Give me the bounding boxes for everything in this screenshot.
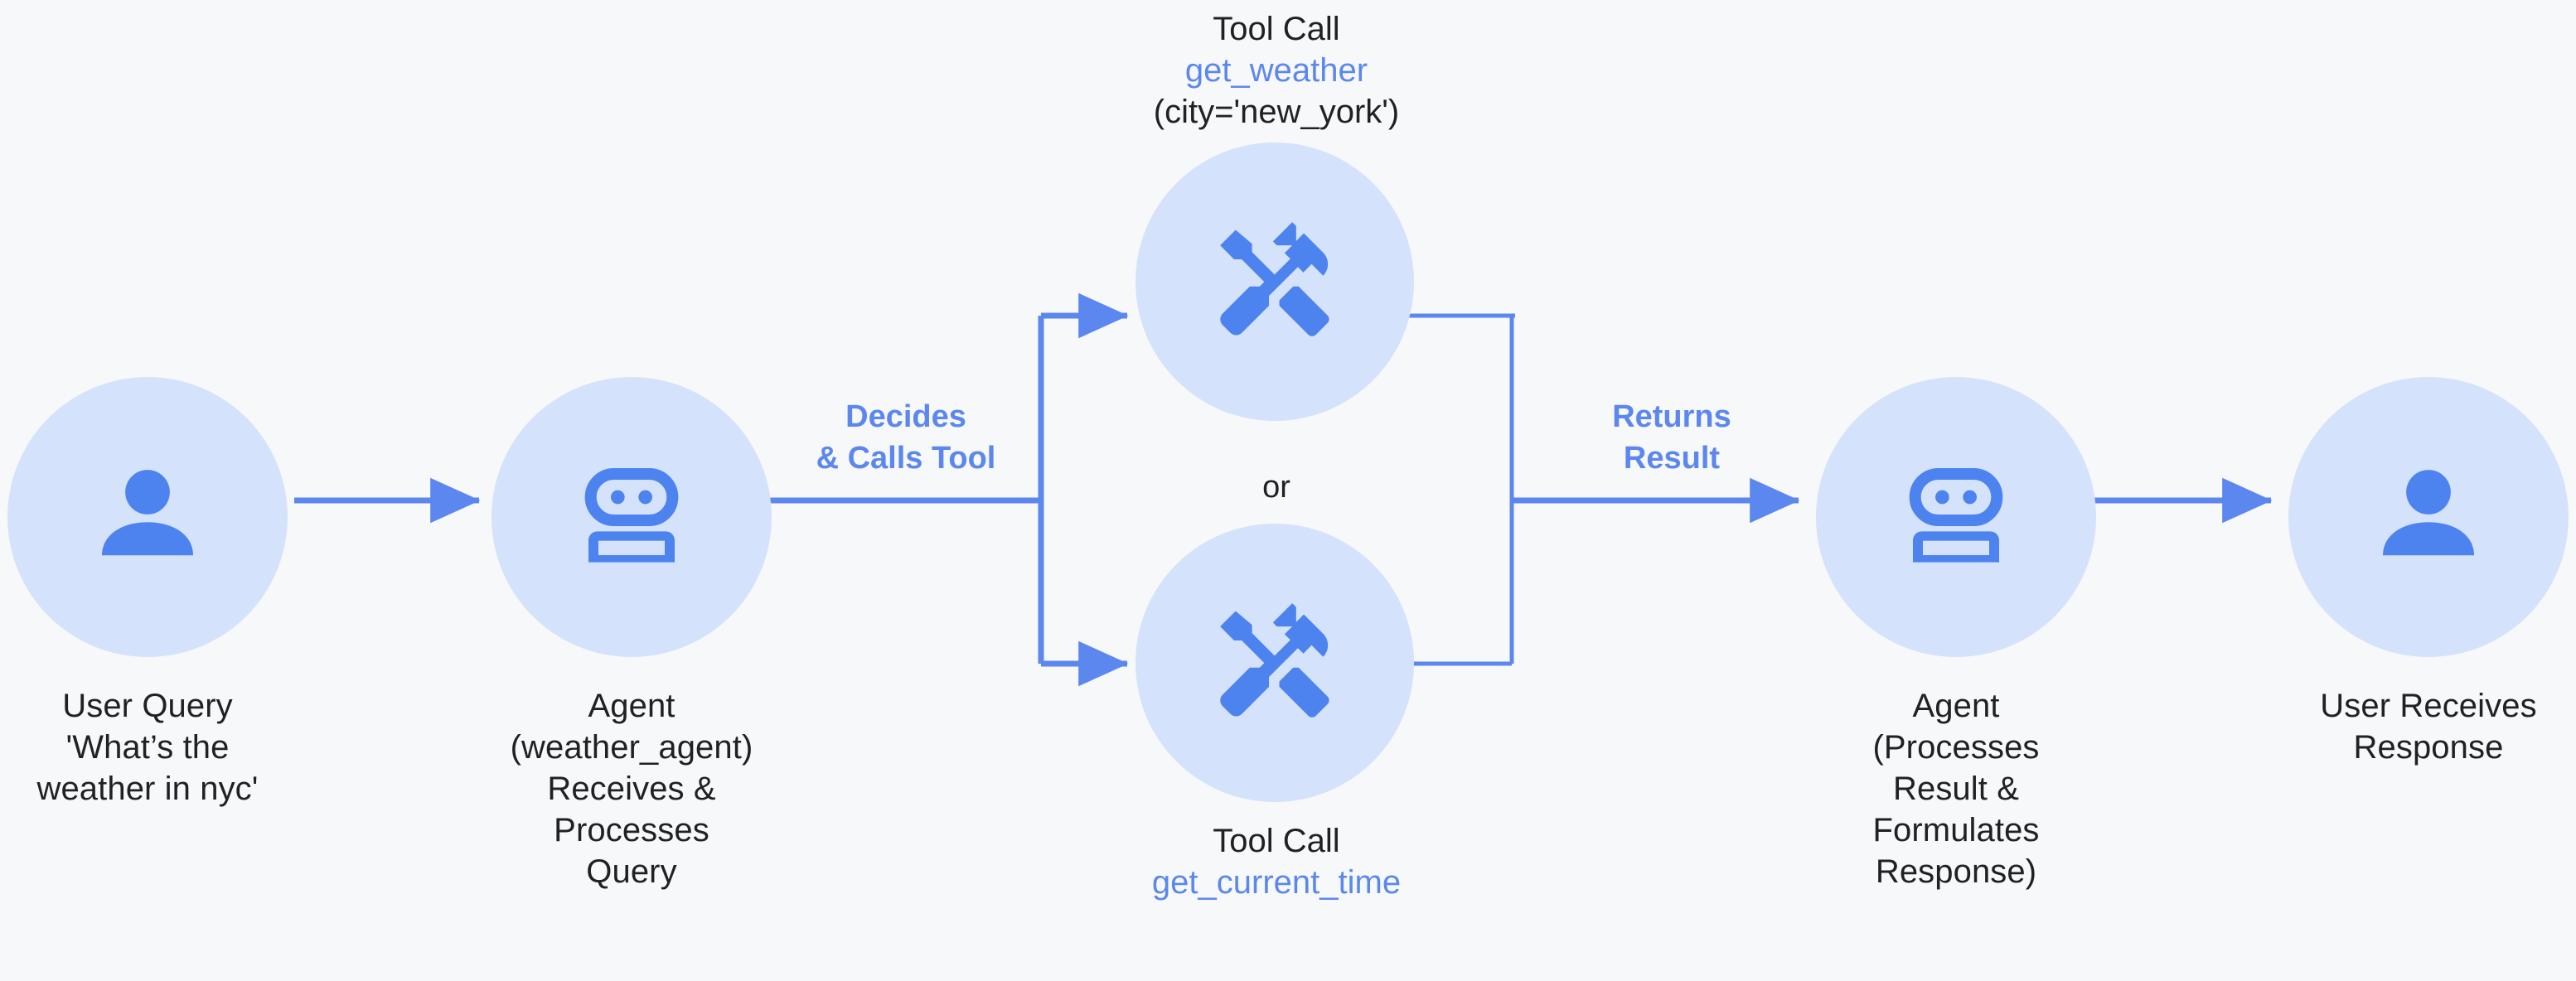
or-label: or [1262, 470, 1290, 505]
tool-weather-args: (city='new_york') [1153, 94, 1400, 130]
tool-weather-line1: Tool Call [1213, 11, 1340, 47]
tools-icon [1220, 603, 1329, 718]
person-icon [102, 470, 193, 556]
tools-icon [1220, 222, 1329, 336]
tool-time-circle [1135, 524, 1414, 802]
agent-receives-caption: Agent (weather_agent) Receives & Process… [510, 688, 753, 890]
user-query-caption: User Query 'What’s the weather in nyc' [36, 688, 259, 807]
user-query-circle [7, 377, 288, 657]
node-agent-formulates: Agent (Processes Result & Formulates Res… [1799, 377, 2114, 892]
edge-label-decides: Decides & Calls Tool [816, 399, 996, 476]
tool-time-label: Tool Call get_current_time [1135, 820, 1417, 903]
user-response-circle [2288, 377, 2569, 657]
user-response-caption: User Receives Response [2320, 688, 2537, 766]
tool-weather-circle [1135, 143, 1414, 421]
tool-weather-fn: get_weather [1184, 52, 1368, 89]
tool-time-fn: get_current_time [1151, 864, 1402, 901]
tool-weather-label: Tool Call get_weather (city='new_york') [1135, 8, 1417, 133]
node-agent-receives: Agent (weather_agent) Receives & Process… [474, 377, 789, 892]
node-tool-weather: Tool Call get_weather (city='new_york') [1135, 8, 1417, 421]
tool-time-line1: Tool Call [1213, 823, 1340, 859]
robot-icon [1909, 467, 2003, 563]
person-icon [2383, 470, 2474, 556]
node-tool-time: Tool Call get_current_time [1135, 524, 1417, 903]
agent-formulates-circle [1816, 377, 2096, 657]
node-user-query: User Query 'What’s the weather in nyc' [0, 377, 302, 809]
agent-formulates-caption: Agent (Processes Result & Formulates Res… [1872, 688, 2040, 890]
agent-receives-circle [491, 377, 772, 657]
node-user-response: User Receives Response [2274, 377, 2576, 768]
edge-label-returns: Returns Result [1612, 399, 1731, 476]
robot-icon [584, 467, 679, 563]
